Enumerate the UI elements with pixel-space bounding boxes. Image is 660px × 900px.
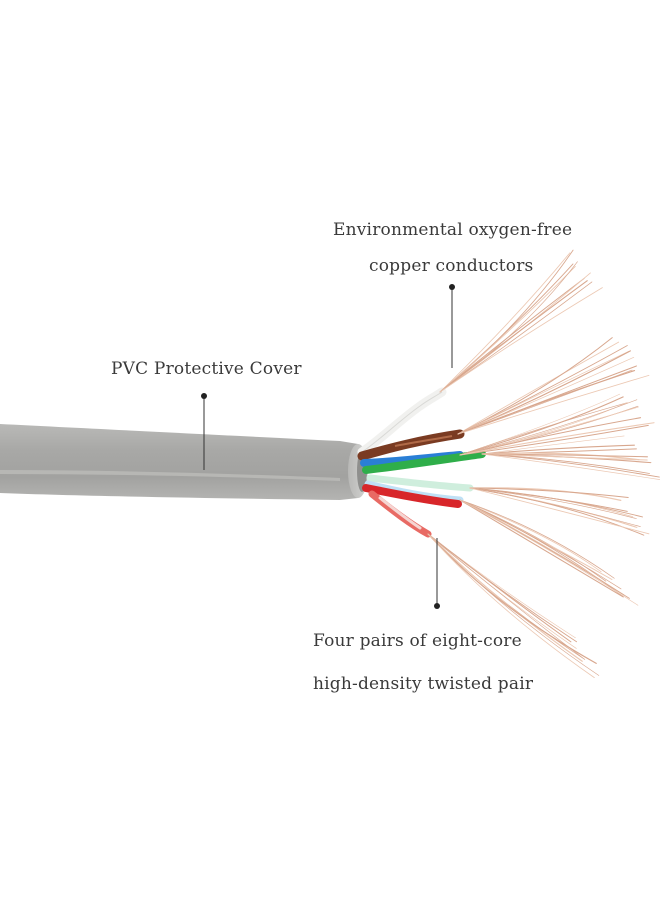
copper-strand: [459, 417, 642, 456]
copper-strand: [469, 487, 645, 536]
insulated-wires: [357, 387, 486, 538]
copper-strand: [427, 533, 584, 659]
copper-strand: [427, 533, 583, 662]
copper-strand: [481, 452, 640, 461]
callout-copper-conductors: Environmental oxygen-free copper conduct…: [333, 212, 572, 284]
callout-pairs-line-1: Four pairs of eight-core: [313, 631, 522, 651]
copper-strand: [481, 453, 660, 480]
callout-cover-line-1: PVC Protective Cover: [111, 359, 302, 379]
copper-strand: [457, 369, 633, 435]
copper-strand: [439, 287, 603, 393]
copper-strand: [457, 356, 635, 435]
copper-strand: [469, 487, 622, 501]
copper-strand: [457, 374, 650, 435]
copper-strand: [457, 370, 636, 435]
copper-strand: [481, 444, 635, 455]
copper-strand: [481, 453, 660, 478]
copper-strand: [459, 499, 624, 598]
wire-red-white: [368, 490, 432, 538]
callout-conductors-line-2: copper conductors: [369, 256, 534, 276]
copper-strand: [469, 487, 637, 519]
copper-strand: [427, 533, 600, 676]
copper-strand: [459, 399, 638, 456]
jacket-body: [0, 424, 358, 500]
copper-strand: [439, 277, 585, 393]
copper-strand: [469, 487, 643, 518]
copper-strand: [459, 424, 649, 456]
copper-strand: [469, 487, 650, 535]
leader-dot-conductors: [449, 284, 455, 290]
wire-green: [362, 450, 486, 474]
copper-strand: [457, 341, 620, 435]
leader-dot-cover: [201, 393, 207, 399]
copper-strand: [459, 402, 628, 456]
copper-strand: [459, 396, 624, 456]
copper-strand: [427, 533, 597, 664]
wire-red: [362, 484, 462, 508]
wire-brown-stripe: [394, 435, 453, 447]
copper-strand: [459, 499, 602, 573]
callout-pairs-line-2: high-density twisted pair: [313, 674, 534, 694]
copper-strand: [439, 265, 576, 393]
copper-strand: [481, 453, 648, 461]
wire-red-white-light: [378, 496, 422, 530]
copper-strand: [459, 499, 615, 579]
copper-strand: [427, 533, 578, 643]
leader-lines: [201, 284, 455, 609]
copper-strand: [439, 252, 571, 393]
copper-strands: [427, 249, 660, 679]
pvc-jacket: [0, 424, 368, 500]
callout-twisted-pairs: Four pairs of eight-core high-density tw…: [313, 620, 533, 706]
callout-pvc-cover: PVC Protective Cover: [111, 351, 302, 387]
wire-white-edge: [361, 391, 443, 453]
copper-strand: [459, 499, 639, 606]
copper-strand: [427, 533, 595, 679]
copper-strand: [481, 435, 625, 455]
copper-strand: [457, 350, 630, 435]
leader-dot-pairs: [434, 603, 440, 609]
wire-green-white: [366, 474, 474, 492]
copper-strand: [439, 280, 588, 393]
copper-strand: [459, 422, 655, 456]
jacket-highlight: [0, 470, 340, 481]
callout-conductors-line-1: Environmental oxygen-free: [333, 220, 573, 240]
copper-strand: [469, 487, 629, 498]
